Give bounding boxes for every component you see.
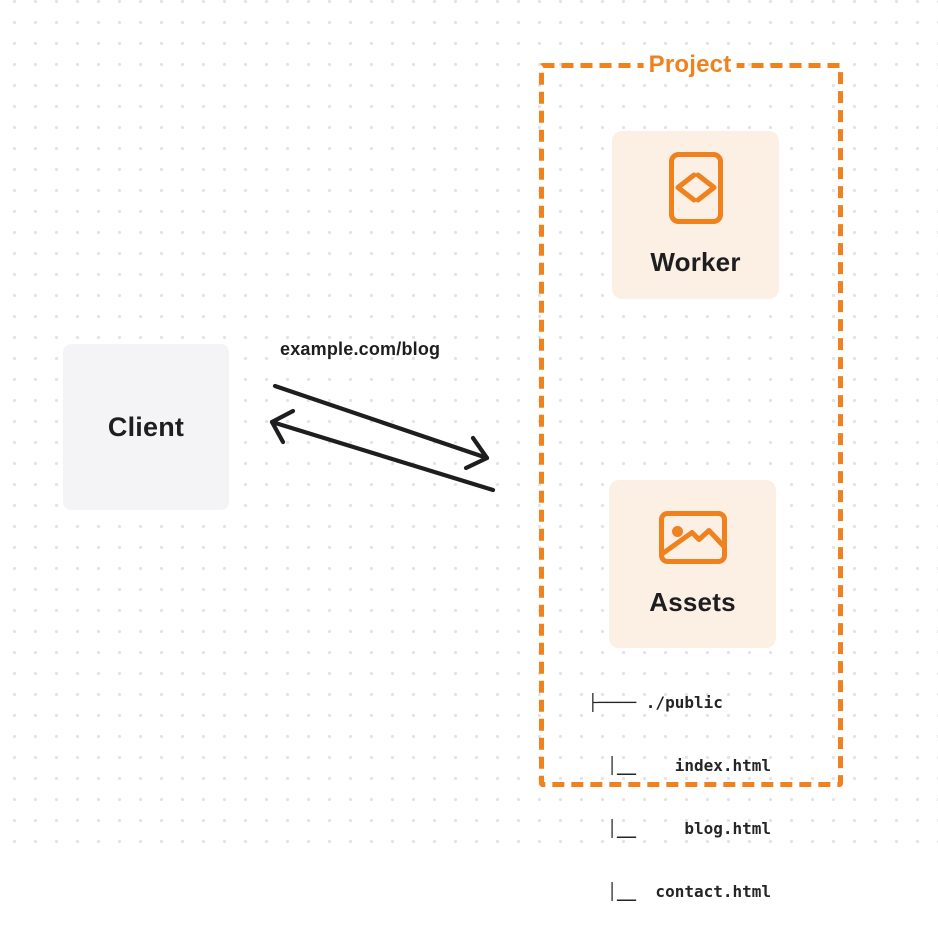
assets-node: Assets <box>609 480 776 648</box>
request-url-label: example.com/blog <box>280 339 441 359</box>
code-file-icon <box>668 152 723 224</box>
worker-node: Worker <box>612 131 779 299</box>
worker-assets-diagram: Client example.com/blog Project Worker <box>0 0 938 901</box>
file-tree-item-contact: │__ contact.html <box>588 882 772 901</box>
file-tree-item-blog: │__ blog.html <box>588 819 772 838</box>
response-arrow-icon <box>269 408 496 493</box>
file-tree: ├──── ./public │__ index.html │__ blog.h… <box>588 650 771 944</box>
image-icon <box>658 510 727 564</box>
assets-label: Assets <box>649 586 736 617</box>
client-node: Client <box>63 344 229 510</box>
file-tree-item-index: │__ index.html <box>588 756 772 775</box>
request-arrow-icon <box>272 383 490 471</box>
file-tree-root: ├──── ./public <box>588 693 723 712</box>
project-title: Project <box>643 51 737 79</box>
worker-label: Worker <box>650 247 741 277</box>
client-label: Client <box>107 411 185 442</box>
